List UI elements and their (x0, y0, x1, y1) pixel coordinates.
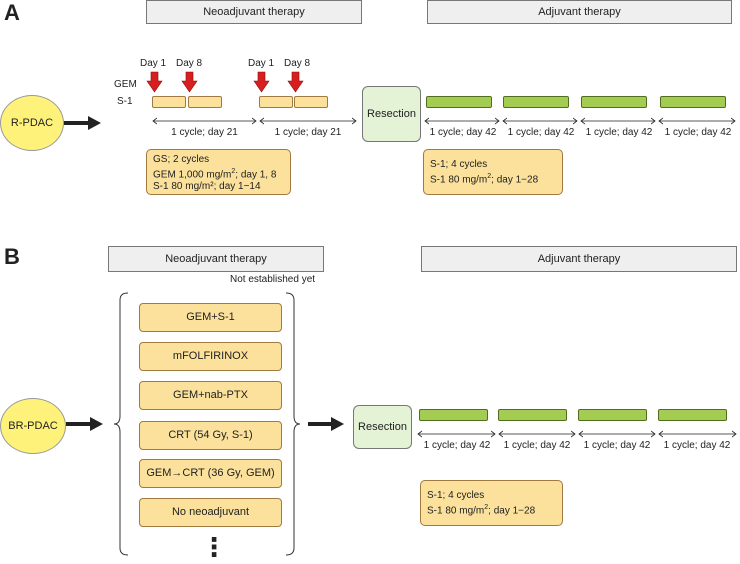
more-regimens-ellipsis: ⋮ (201, 532, 227, 562)
brace-left (113, 292, 129, 556)
regimen-gem-s1: GEM+S-1 (139, 303, 282, 332)
gs-bar-4 (294, 96, 328, 108)
adj-cycle-label-b-2: 1 cycle; day 42 (503, 440, 571, 451)
s1-box-b-line-2: S-1 80 mg/m2; day 1−28 (427, 504, 536, 517)
s1-regimen-box-b: S-1; 4 cycles S-1 80 mg/m2; day 1−28 (420, 480, 563, 526)
resection-node-b: Resection (353, 405, 412, 449)
regimen-crt-54gy: CRT (54 Gy, S-1) (139, 421, 282, 450)
s1-bar-b-3 (578, 409, 647, 421)
regimen-no-neoadjuvant: No neoadjuvant (139, 498, 282, 527)
patient-arrow-b (66, 417, 103, 431)
red-arrow-2 (181, 71, 198, 93)
panel-b-neoadjuvant-header: Neoadjuvant therapy (108, 246, 324, 272)
gs-regimen-box: GS; 2 cycles GEM 1,000 mg/m2; day 1, 8 S… (146, 149, 291, 195)
adj-cycle-label-a-4: 1 cycle; day 42 (664, 127, 732, 138)
day-label-2: Day 8 (176, 58, 203, 69)
s1-box-a-line-2: S-1 80 mg/m2; day 1−28 (430, 173, 539, 186)
gs-box-line-2: GEM 1,000 mg/m2; day 1, 8 (153, 168, 277, 181)
day-label-3: Day 1 (248, 58, 275, 69)
s1-box-a-line-1: S-1; 4 cycles (430, 159, 488, 170)
day-label-1: Day 1 (140, 58, 167, 69)
s1-regimen-box-a: S-1; 4 cycles S-1 80 mg/m2; day 1−28 (423, 149, 563, 195)
gs-bar-2 (188, 96, 222, 108)
red-arrow-4 (287, 71, 304, 93)
adj-cycle-label-b-3: 1 cycle; day 42 (583, 440, 651, 451)
gem-label: GEM (114, 79, 137, 90)
gs-box-line-3: S-1 80 mg/m²; day 1−14 (153, 181, 261, 193)
adj-cycle-label-a-3: 1 cycle; day 42 (585, 127, 653, 138)
regimen-gem-nab-ptx: GEM+nab-PTX (139, 381, 282, 410)
red-arrow-3 (253, 71, 270, 93)
s1-box-b-line-1: S-1; 4 cycles (427, 490, 485, 501)
panel-a-letter: A (4, 0, 20, 25)
adj-cycle-label-a-2: 1 cycle; day 42 (507, 127, 575, 138)
patient-arrow-a (64, 116, 101, 130)
resection-node-a: Resection (362, 86, 421, 142)
s1-label: S-1 (117, 96, 133, 107)
s1-bar-a-4 (660, 96, 726, 108)
s1-bar-b-4 (658, 409, 727, 421)
not-established-note: Not established yet (230, 274, 316, 285)
s1-bar-b-1 (419, 409, 488, 421)
day-label-4: Day 8 (284, 58, 311, 69)
neo-cycle-label-1: 1 cycle; day 21 (171, 127, 238, 138)
gs-box-line-1: GS; 2 cycles (153, 154, 210, 165)
panel-a-neoadjuvant-header: Neoadjuvant therapy (146, 0, 362, 24)
panel-b-letter: B (4, 244, 20, 269)
red-arrow-1 (146, 71, 163, 93)
adj-cycle-label-a-1: 1 cycle; day 42 (429, 127, 497, 138)
gs-bar-1 (152, 96, 186, 108)
resection-arrow-b (308, 417, 344, 431)
s1-bar-a-3 (581, 96, 647, 108)
regimen-gem-crt-36gy: GEM→CRT (36 Gy, GEM) (139, 459, 282, 488)
s1-bar-b-2 (498, 409, 567, 421)
panel-b-adjuvant-header: Adjuvant therapy (421, 246, 737, 272)
gs-bar-3 (259, 96, 293, 108)
brace-right (285, 292, 301, 556)
adj-cycle-label-b-4: 1 cycle; day 42 (663, 440, 731, 451)
panel-a-adjuvant-header: Adjuvant therapy (427, 0, 732, 24)
s1-bar-a-2 (503, 96, 569, 108)
regimen-mfolfirinox: mFOLFIRINOX (139, 342, 282, 371)
s1-bar-a-1 (426, 96, 492, 108)
day-arrows (146, 71, 304, 93)
r-pdac-node: R-PDAC (0, 95, 64, 151)
br-pdac-node: BR-PDAC (0, 398, 66, 454)
adj-cycle-label-b-1: 1 cycle; day 42 (423, 440, 491, 451)
neo-cycle-label-2: 1 cycle; day 21 (274, 127, 342, 138)
